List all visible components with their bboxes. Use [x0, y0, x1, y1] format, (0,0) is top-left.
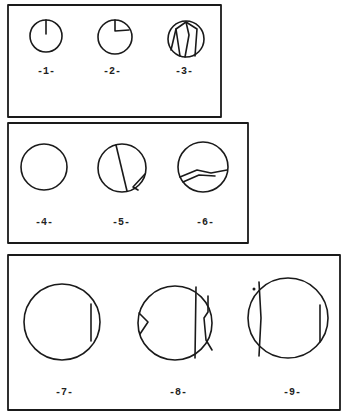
figure-number: -2-	[103, 67, 121, 77]
figure-number: -8-	[169, 388, 187, 398]
figure-number: -5-	[112, 218, 130, 228]
figure-number: -7-	[55, 388, 73, 398]
figure-number: -1-	[37, 67, 55, 77]
figure-number: -3-	[175, 67, 193, 77]
figure-number: -4-	[35, 218, 53, 228]
figure-number: -6-	[196, 218, 214, 228]
figure-number: -9-	[283, 388, 301, 398]
